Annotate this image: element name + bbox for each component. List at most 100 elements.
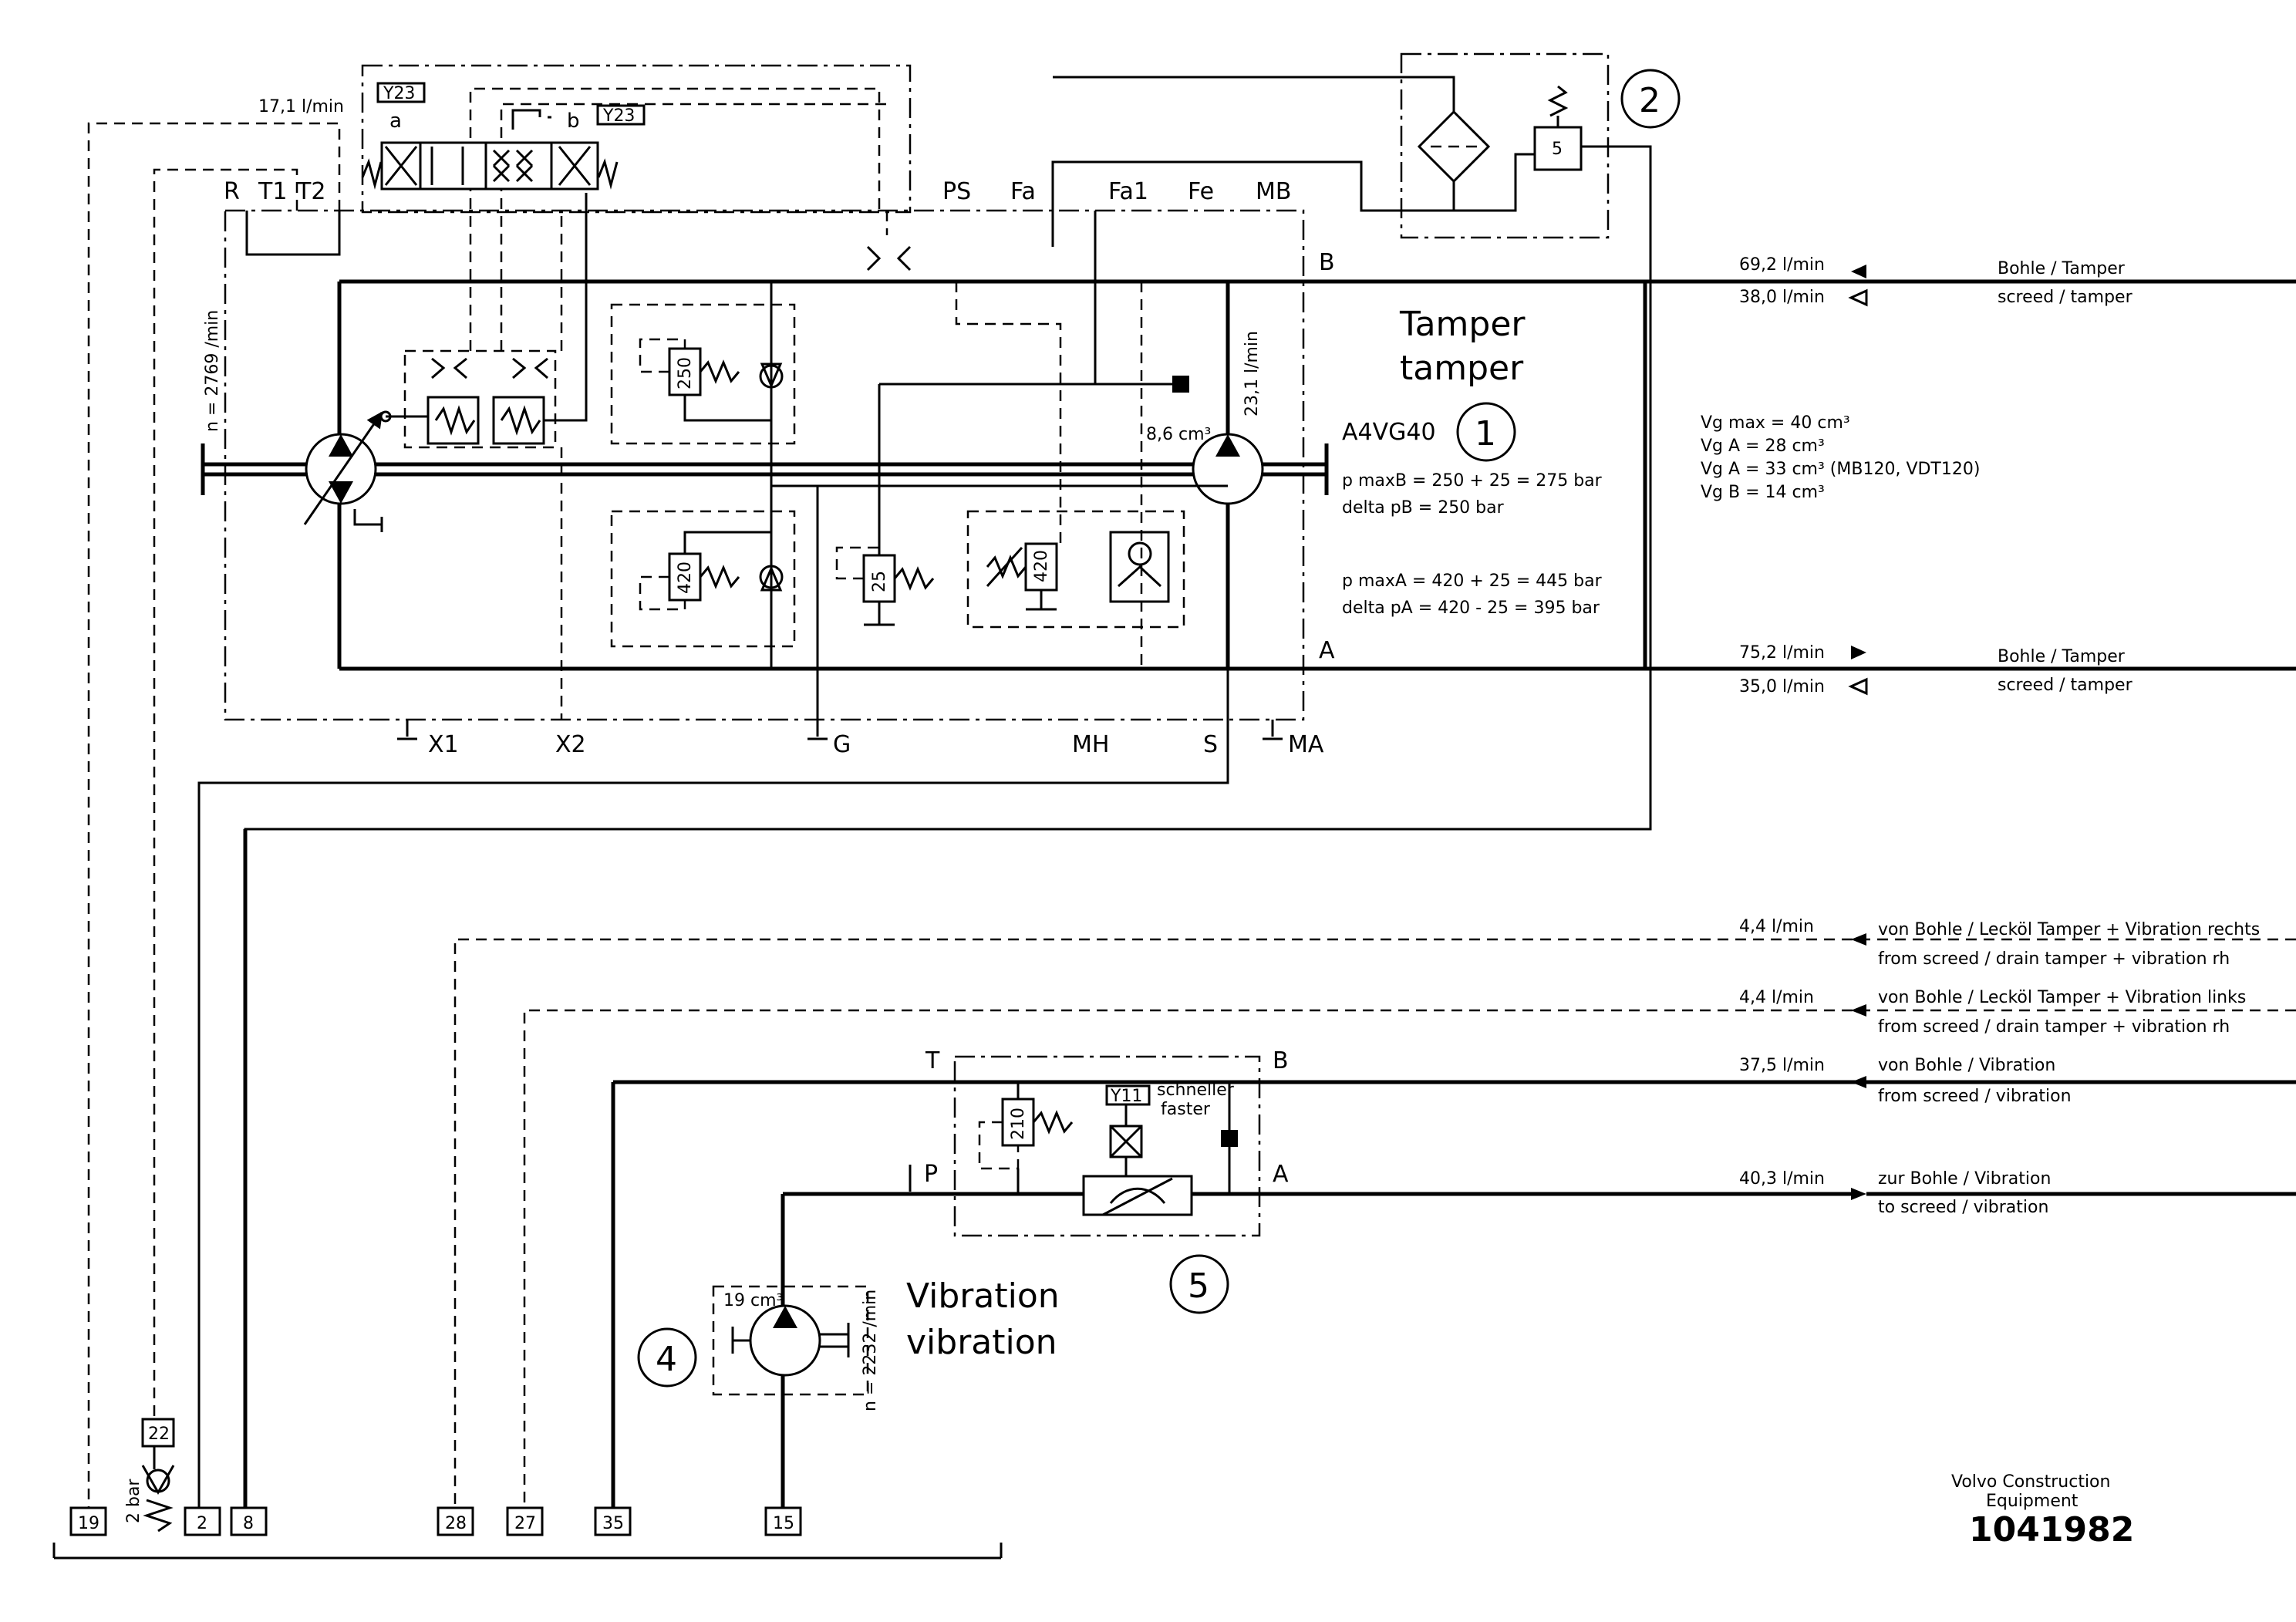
port-x2: X2	[555, 731, 586, 758]
motor-displacement-label: 8,6 cm³	[1146, 425, 1211, 444]
vib-return-en: from screed / vibration	[1878, 1087, 2072, 1106]
port-fa: Fa	[1010, 178, 1036, 205]
line-a-flow2: 35,0 l/min	[1739, 677, 1825, 696]
footer: Volvo Construction Equipment 1041982	[1951, 1472, 2134, 1549]
pump-model: A4VG40	[1342, 419, 1436, 446]
callout-circle-1	[1456, 402, 1516, 462]
valve-tag-box-2	[596, 104, 646, 126]
terminal-box-2	[184, 1506, 221, 1536]
tamper-pump-section: 8,6 cm³ 23,1 l/min n = 2769 /min 250 420…	[201, 87, 2296, 721]
relief-value-210: 210	[1009, 1108, 1028, 1140]
port-mh: MH	[1072, 731, 1109, 758]
top-ports: R T1 T2 PS Fa Fa1 Fe MB B A X1 X2 G MH S…	[197, 178, 1335, 1531]
vib-port-t: T	[925, 1047, 940, 1074]
check-valve-tag-box	[141, 1418, 175, 1448]
terminal-strip: 19 2 8 28 27 35 15	[52, 1506, 1003, 1560]
vib-supply-en: to screed / vibration	[1878, 1198, 2048, 1217]
callout-5: 5	[1188, 1266, 1209, 1306]
valve-tag-2: Y23	[602, 106, 635, 126]
valve-block-5	[953, 1055, 1261, 1237]
port-ps: PS	[942, 178, 971, 205]
terminal-35: 35	[602, 1514, 624, 1533]
directional-valve-y23: Y23 Y23 a b	[361, 64, 912, 214]
vg-max: Vg max = 40 cm³	[1701, 413, 1850, 433]
drain-lh-en: from screed / drain tamper + vibration r…	[1878, 1017, 2230, 1037]
valve-block-250	[610, 303, 796, 445]
vibration-section: 210 Y11 schneller faster T B P A 5 19 cm…	[243, 829, 2296, 1531]
faster-en: faster	[1161, 1100, 1211, 1119]
terminal-28: 28	[445, 1514, 467, 1533]
vib-supply-de: zur Bohle / Vibration	[1878, 1169, 2051, 1189]
line-a-flow1: 75,2 l/min	[1739, 643, 1825, 663]
port-mb: MB	[1256, 178, 1291, 205]
port-s: S	[1203, 731, 1218, 758]
drain-flow: 17,1 l/min	[258, 97, 344, 116]
port-fa1: Fa1	[1108, 178, 1148, 205]
vib-port-b: B	[1273, 1047, 1289, 1074]
relief-value-420a: 420	[676, 561, 695, 594]
terminal-box-8	[230, 1506, 268, 1536]
relief-valve-5	[1533, 126, 1583, 171]
port-b: B	[1319, 249, 1335, 276]
terminal-box-19	[69, 1506, 107, 1536]
terminal-15: 15	[773, 1514, 794, 1533]
valve-pos-b: b	[567, 110, 580, 133]
terminal-27: 27	[514, 1514, 536, 1533]
pump-speed-label: n = 2769 /min	[203, 310, 222, 432]
line-a-en: screed / tamper	[1998, 676, 2133, 695]
vib-return-de: von Bohle / Vibration	[1878, 1056, 2055, 1075]
drain-lh-flow: 4,4 l/min	[1739, 988, 1814, 1007]
vib-port-p: P	[924, 1161, 938, 1188]
pressure-b-max: p maxB = 250 + 25 = 275 bar	[1342, 471, 1603, 491]
vib-return-flow: 37,5 l/min	[1739, 1056, 1825, 1075]
callout-circle-4	[637, 1327, 697, 1388]
pressure-a-max: p maxA = 420 + 25 = 445 bar	[1342, 572, 1603, 591]
faster-de: schneller	[1157, 1081, 1235, 1100]
line-a-de: Bohle / Tamper	[1998, 647, 2126, 666]
valve-tag-box-1	[376, 82, 426, 103]
terminal-box-27	[506, 1506, 544, 1536]
callout-1: 1	[1475, 414, 1496, 454]
port-t2: T2	[296, 178, 325, 205]
terminal-8: 8	[243, 1514, 254, 1533]
vib-pump-boundary	[712, 1285, 869, 1396]
drain-lines: 17,1 l/min	[87, 97, 2296, 1531]
vg-b: Vg B = 14 cm³	[1701, 483, 1825, 502]
doc-number: 1041982	[1969, 1510, 2134, 1549]
line-b-de: Bohle / Tamper	[1998, 259, 2126, 278]
pilot-block	[403, 349, 557, 449]
company-line1: Volvo Construction	[1951, 1472, 2110, 1492]
valve-pos-a: a	[389, 110, 402, 133]
drain-lh-de: von Bohle / Lecköl Tamper + Vibration li…	[1878, 988, 2246, 1007]
valve-block-420b	[966, 510, 1185, 629]
vg-a: Vg A = 28 cm³	[1701, 437, 1825, 456]
terminal-box-28	[437, 1506, 474, 1536]
vg-a-alt: Vg A = 33 cm³ (MB120, VDT120)	[1701, 460, 1980, 479]
terminal-2: 2	[197, 1514, 207, 1533]
callout-4: 4	[656, 1340, 677, 1379]
terminal-box-35	[594, 1506, 632, 1536]
vib-displacement: 19 cm³	[723, 1291, 783, 1310]
orifice-block	[1172, 376, 1189, 393]
port-r: R	[224, 178, 240, 205]
port-t1: T1	[258, 178, 287, 205]
vib-supply-flow: 40,3 l/min	[1739, 1169, 1825, 1189]
drain-rh-en: from screed / drain tamper + vibration r…	[1878, 949, 2230, 969]
port-fe: Fe	[1188, 178, 1214, 205]
port-a: A	[1319, 637, 1335, 664]
variable-pump-symbol	[303, 411, 383, 532]
motor-flow-label: 23,1 l/min	[1242, 331, 1262, 416]
pressure-b-delta: delta pB = 250 bar	[1342, 498, 1505, 518]
pump-title-en: tamper	[1400, 349, 1524, 388]
check-valve-pressure: 2 bar	[124, 1479, 143, 1523]
line-b-flow2: 38,0 l/min	[1739, 288, 1825, 307]
callout-circle-2	[1620, 69, 1681, 129]
valve-block-420a	[610, 510, 796, 648]
vib-title-de: Vibration	[906, 1276, 1060, 1316]
port-g: G	[833, 731, 851, 758]
relief-value-25: 25	[870, 571, 889, 592]
terminal-19: 19	[78, 1514, 99, 1533]
solenoid-tag-box	[1105, 1084, 1151, 1106]
vib-title-en: vibration	[906, 1323, 1057, 1362]
